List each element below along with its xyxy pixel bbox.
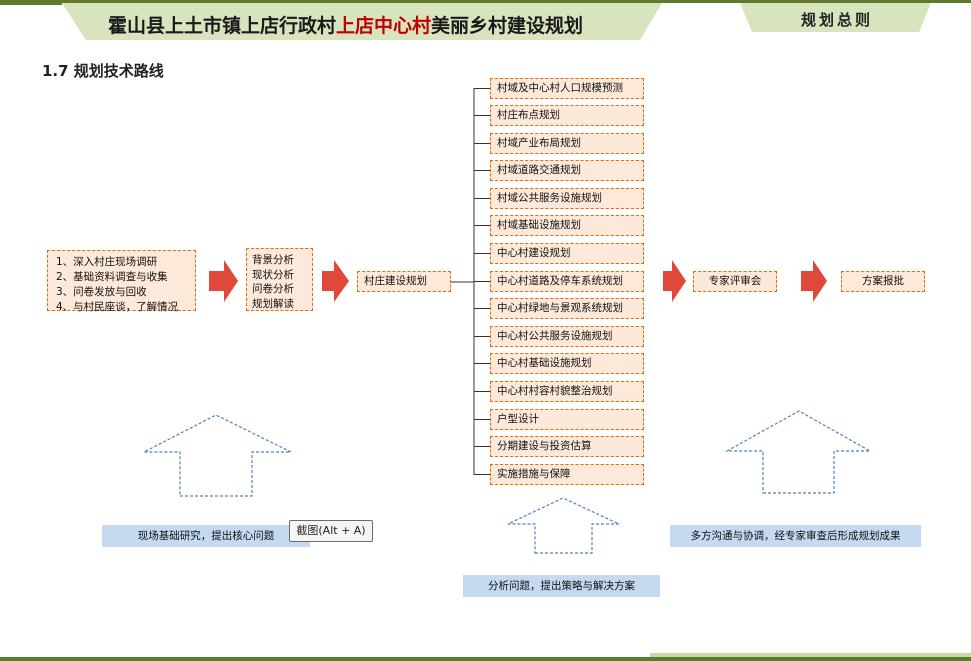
header-banner xyxy=(0,3,931,40)
bracket-lines xyxy=(451,88,490,475)
footer-band xyxy=(0,657,971,661)
flow-arrow-4 xyxy=(801,260,827,302)
analysis-item: 规划解读 xyxy=(252,297,294,310)
research-box: 1、深入村庄现场调研 2、基础资料调查与收集 3、问卷发放与回收 4、与村民座谈… xyxy=(47,250,196,313)
footer-accent xyxy=(650,653,971,657)
title-panel xyxy=(62,3,662,40)
review-box: 专家评审会 xyxy=(693,271,777,292)
research-item: 2、基础资料调查与收集 xyxy=(56,271,168,283)
top-band xyxy=(0,0,971,3)
plan-item: 中心村建设规划 xyxy=(490,243,644,264)
plan-item: 中心村绿地与景观系统规划 xyxy=(490,298,644,319)
research-item: 4、与村民座谈，了解情况 xyxy=(56,301,179,313)
flow-arrows xyxy=(209,260,827,302)
plan-item: 实施措施与保障 xyxy=(490,464,644,485)
flow-arrow-3 xyxy=(663,260,686,302)
flow-arrow-2 xyxy=(322,260,349,302)
flow-arrow-1 xyxy=(209,260,238,302)
plan-item: 中心村基础设施规划 xyxy=(490,353,644,374)
analysis-item: 现状分析 xyxy=(252,268,294,281)
up-arrow-middle xyxy=(507,497,620,554)
plan-item: 中心村村容村貌整治规划 xyxy=(490,381,644,402)
planning-box: 村庄建设规划 xyxy=(357,271,451,292)
analysis-item: 问卷分析 xyxy=(252,283,294,295)
report-box: 方案报批 xyxy=(841,271,925,292)
analysis-box: 背景分析 现状分析 问卷分析 规划解读 xyxy=(246,248,313,311)
title-accent: 上店中心村 xyxy=(336,15,432,37)
plan-item: 村域及中心村人口规模预测 xyxy=(490,78,644,99)
caption-left: 现场基础研究，提出核心问题 xyxy=(102,525,310,547)
research-item: 3、问卷发放与回收 xyxy=(56,286,147,298)
caption-middle: 分析问题，提出策略与解决方案 xyxy=(463,575,660,597)
analysis-item: 背景分析 xyxy=(252,254,294,266)
page-title: 霍山县上土市镇上店行政村上店中心村美丽乡村建设规划 xyxy=(108,10,583,42)
section-subtitle: 1.7 规划技术路线 xyxy=(42,62,164,80)
bracket-ticks xyxy=(474,88,490,475)
plan-item: 户型设计 xyxy=(490,409,644,430)
plan-item: 村域公共服务设施规划 xyxy=(490,188,644,209)
section-tag: 规划总则 xyxy=(800,11,873,29)
research-item: 1、深入村庄现场调研 xyxy=(56,256,158,268)
up-arrow-right xyxy=(724,410,873,494)
plan-item: 中心村道路及停车系统规划 xyxy=(490,271,644,292)
title-part1: 霍山县上土市镇上店行政村 xyxy=(108,15,337,37)
hollow-arrows xyxy=(143,410,873,554)
plan-item: 中心村公共服务设施规划 xyxy=(490,326,644,347)
plan-item: 村域道路交通规划 xyxy=(490,160,644,181)
caption-right: 多方沟通与协调，经专家审查后形成规划成果 xyxy=(670,525,921,547)
section-tag-panel xyxy=(740,3,931,32)
plan-item: 村庄布点规划 xyxy=(490,105,644,126)
title-part2: 美丽乡村建设规划 xyxy=(431,15,584,37)
header-left-band xyxy=(0,3,62,5)
plan-item: 村域产业布局规划 xyxy=(490,133,644,154)
plan-item: 村域基础设施规划 xyxy=(490,215,644,236)
up-arrow-left xyxy=(143,414,292,497)
plan-item: 分期建设与投资估算 xyxy=(490,436,644,457)
screenshot-tooltip[interactable]: 截图(Alt + A) xyxy=(289,520,373,542)
